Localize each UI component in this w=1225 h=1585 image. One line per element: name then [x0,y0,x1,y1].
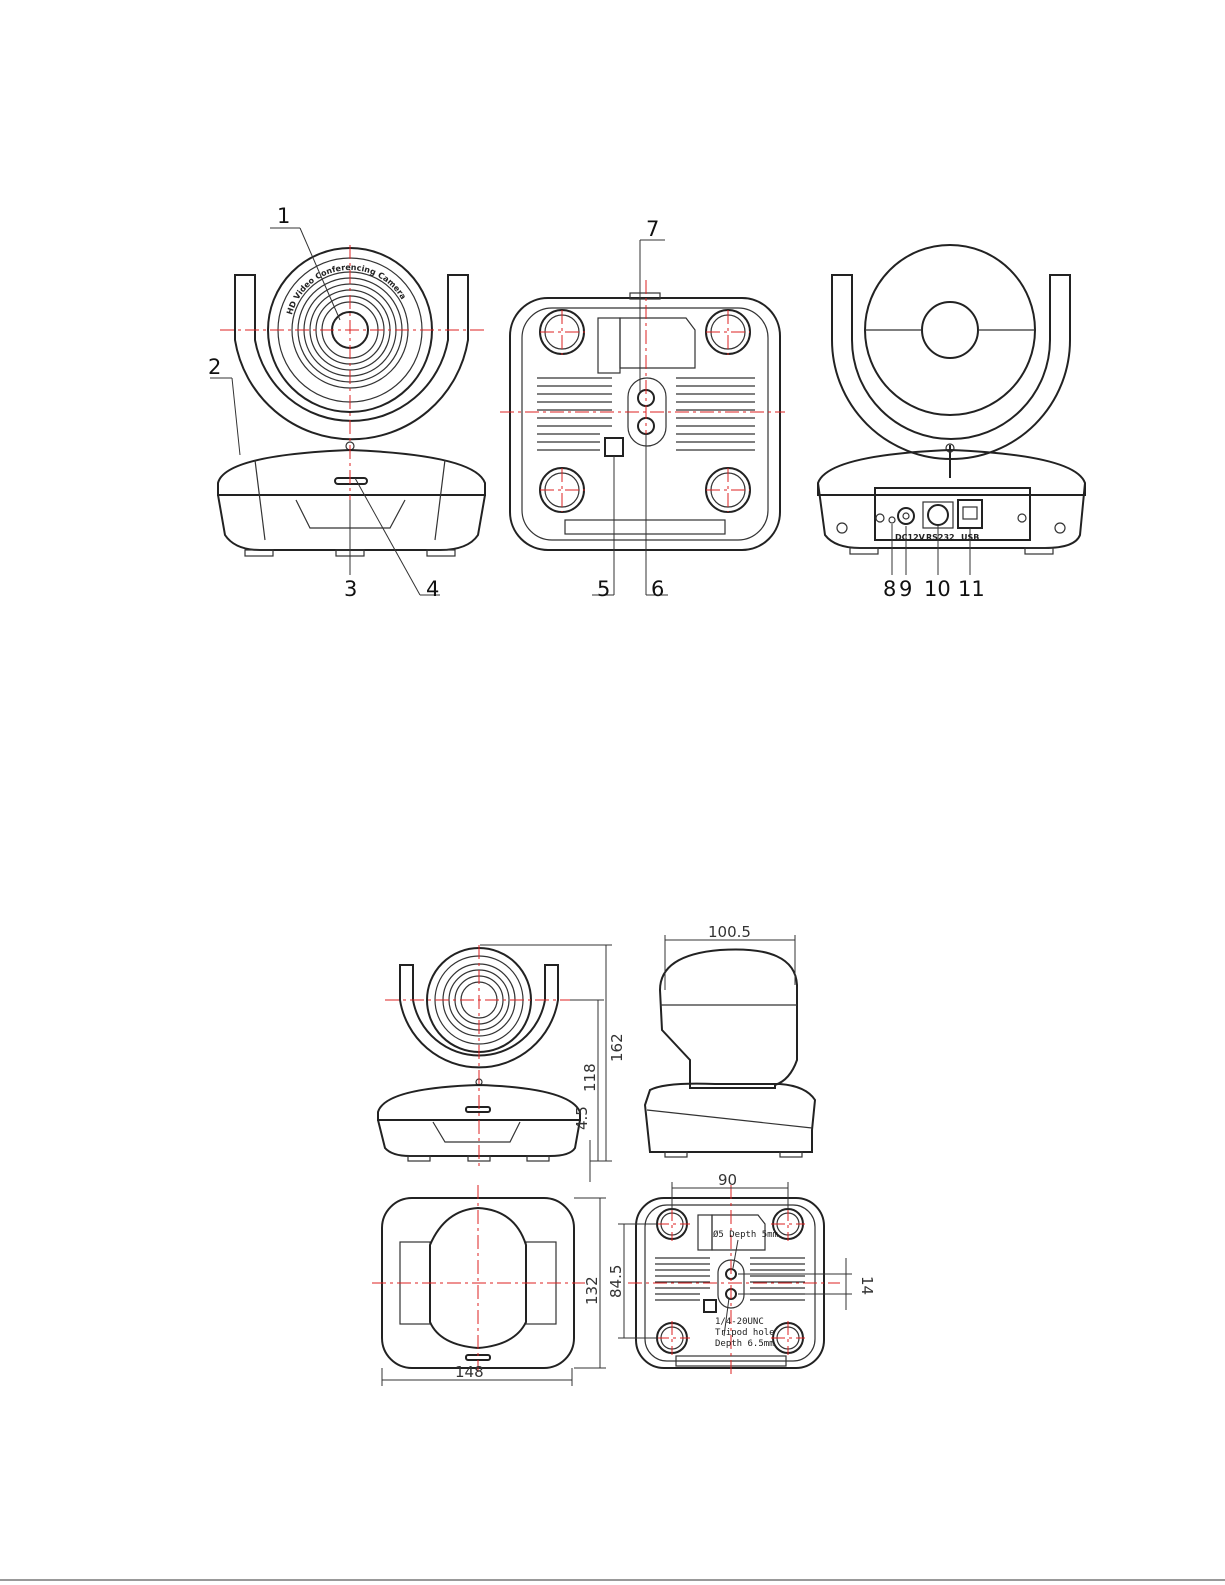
note-tripod-depth: Depth 6.5mm [715,1339,775,1349]
dim-top-view [372,1185,606,1386]
callout-9: 9 [899,577,912,601]
callout-6: 6 [651,577,664,601]
usb-port-label: USB [961,533,979,542]
callout-11: 11 [958,577,985,601]
callout-10: 10 [924,577,951,601]
callout-7: 7 [646,217,659,241]
note-tripod-thread: 1/4-20UNC [715,1317,764,1327]
dim-base-height: 4.5 [573,1106,591,1130]
dim-base-width: 148 [455,1363,484,1381]
dim-side-view [645,935,815,1157]
dim-front-view [378,945,612,1182]
note-tripod-hole: Tripod hole [715,1328,775,1338]
callout-5: 5 [597,577,610,601]
callout-4: 4 [426,577,439,601]
callout-1: 1 [277,204,290,228]
callout-3: 3 [344,577,357,601]
serial-port-label: RS232 [926,533,955,542]
dim-side-width: 100.5 [708,923,751,941]
rear-view [818,245,1085,575]
callout-8: 8 [883,577,896,601]
dim-lens-height: 118 [581,1063,599,1092]
callout-2: 2 [208,355,221,379]
front-view: HD Video Conferencing Camera [210,228,485,595]
dim-base-depth: 132 [583,1276,601,1305]
dim-foot-spacing-x: 90 [718,1171,737,1189]
dim-total-height: 162 [608,1033,626,1062]
power-port-label: DC12V [895,533,926,542]
note-hole: Ø5 Depth 5mm [713,1229,778,1240]
dim-screw-spacing: 14 [858,1276,876,1295]
bottom-view [500,240,785,595]
dim-foot-spacing-y: 84.5 [607,1265,625,1298]
